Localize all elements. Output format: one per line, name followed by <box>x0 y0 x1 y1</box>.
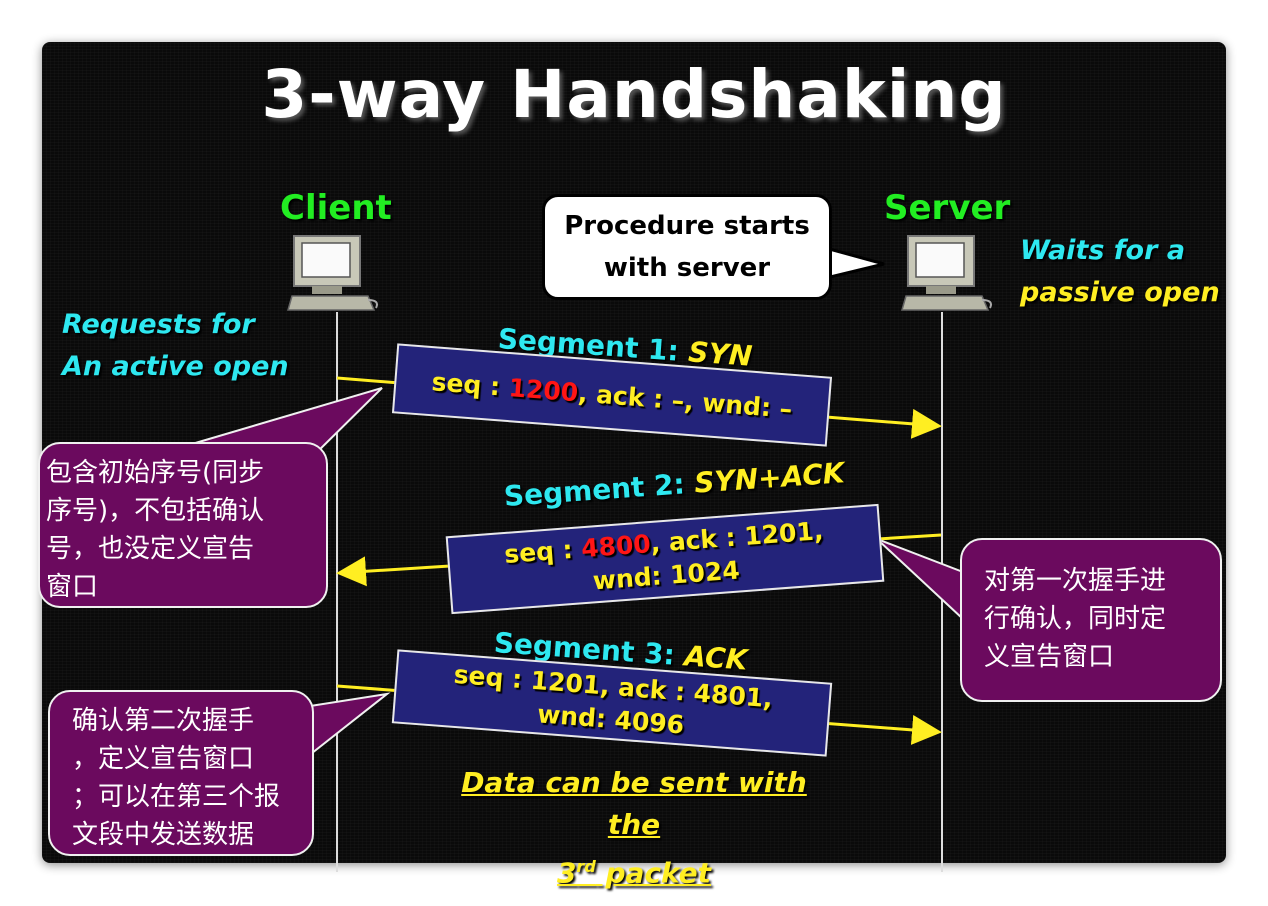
data-note-ordinal-suffix: rd <box>576 857 596 876</box>
server-computer-icon <box>901 235 992 311</box>
data-note-line2: 3rd packet <box>434 846 834 894</box>
callout3-line4: 文段中发送数据 <box>72 820 255 850</box>
segment3-flag: ACK <box>683 639 749 677</box>
segment2-callout: 对第一次握手进 行确认，同时定 义宣告窗口 <box>960 538 1222 702</box>
speech-bubble: Procedure starts with server <box>542 194 832 300</box>
data-note-ordinal: 3 <box>556 856 577 890</box>
server-note-line1: Waits for a <box>1020 235 1186 266</box>
callout1-line3: 号，也没定义宣告 <box>46 534 255 564</box>
callout1-line4: 窗口 <box>46 572 99 602</box>
speech-bubble-line2: with server <box>603 253 771 283</box>
segment2-seq-value: 4800 <box>580 529 652 564</box>
callout3-line3: ；可以在第三个报 <box>72 782 281 812</box>
server-label: Server <box>884 188 1011 228</box>
data-note: Data can be sent with the 3rd packet <box>434 762 834 894</box>
segment1-seq-prefix: seq : <box>430 366 510 402</box>
segment2-seq-prefix: seq : <box>503 534 583 569</box>
client-computer-icon <box>287 235 378 311</box>
client-note-line2-text: An active open <box>62 351 289 382</box>
speech-bubble-line1: Procedure starts <box>564 211 810 241</box>
callout1-line1: 包含初始序号(同步 <box>46 458 265 488</box>
data-note-packet: packet <box>595 856 712 890</box>
client-note-line1: Requests for <box>62 309 255 340</box>
segment1-callout: 包含初始序号(同步 序号)，不包括确认 号，也没定义宣告 窗口 <box>38 442 328 608</box>
server-note-line2: passive open <box>1020 277 1220 308</box>
page-title: 3-way Handshaking <box>261 56 1007 133</box>
segment1-seq-value: 1200 <box>507 372 580 407</box>
callout3-line1: 确认第二次握手 <box>72 706 255 736</box>
callout2-line1: 对第一次握手进 <box>984 566 1167 596</box>
client-lifeline <box>336 312 338 872</box>
client-label: Client <box>280 188 392 228</box>
callout2-line2: 行确认，同时定 <box>984 604 1167 634</box>
callout3-line2: ，定义宣告窗口 <box>72 744 255 774</box>
callout1-line2: 序号)，不包括确认 <box>46 496 265 526</box>
segment1-fields: seq : 1200, ack : –, wnd: – <box>395 362 828 428</box>
segment1-rest: , ack : –, wnd: – <box>577 377 794 424</box>
segment3-callout: 确认第二次握手 ，定义宣告窗口 ；可以在第三个报 文段中发送数据 <box>48 690 314 856</box>
slide: 3-way Handshaking Client Requests for An… <box>38 42 1226 889</box>
client-note-line2: An active open <box>62 346 289 388</box>
callout2-line3: 义宣告窗口 <box>984 642 1115 672</box>
data-note-line1: Data can be sent with the <box>461 766 807 841</box>
